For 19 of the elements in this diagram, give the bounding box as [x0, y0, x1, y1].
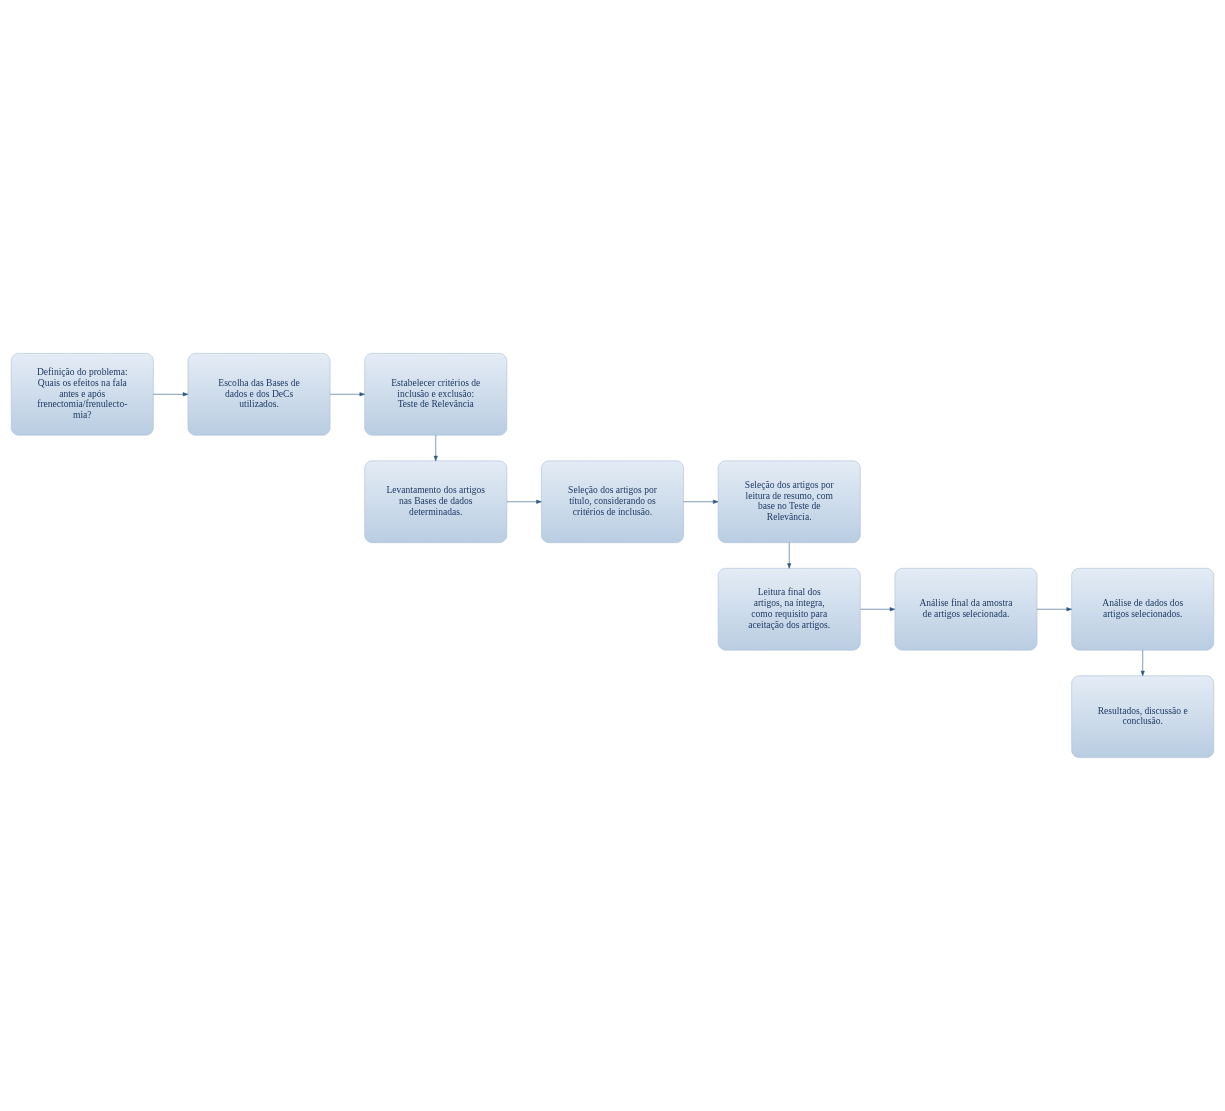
node-box: Seleção dos artigos por leitura de resumo, com base no Teste de Relevância.: [717, 460, 861, 543]
node-box: Resultados, discussão e conclusão.: [1071, 675, 1215, 758]
node-box: Levantamento dos artigos nas Bases de dados determinadas.: [364, 460, 508, 543]
arrow: [1140, 649, 1145, 677]
node-box: Seleção dos artigos por título, considerando os critérios de inclusão.: [541, 460, 684, 543]
arrow: [787, 542, 792, 569]
arrow: [506, 499, 542, 504]
arrow: [860, 607, 896, 612]
arrow: [329, 392, 365, 397]
node-box: Estabelecer critérios de inclusão e exclusão: Teste de Relevância: [364, 353, 508, 436]
node-box: Leitura final dos artigos, na íntegra, como requisito para aceitação dos artigos.: [717, 568, 861, 651]
arrow: [683, 499, 719, 504]
node-box: Análise final da amostra de artigos selecionada.: [894, 568, 1038, 651]
node-box: Definição do problema: Quais os efeitos na fala antes e após frenectomia/frenulecto-mia?: [10, 353, 154, 436]
arrow: [153, 392, 189, 397]
node-box: Análise de dados dos artigos selecionados.: [1071, 568, 1215, 651]
arrow: [1036, 607, 1072, 612]
node-box: Escolha das Bases de dados e dos DeCs utilizados.: [187, 353, 331, 436]
arrow: [433, 434, 438, 462]
